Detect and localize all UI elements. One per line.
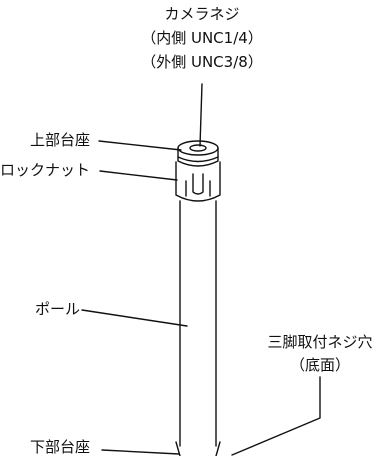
lower-base-outline xyxy=(175,441,221,457)
upper-base-leader xyxy=(98,140,182,151)
pole-label: ポール xyxy=(35,300,81,318)
upper-base-label: 上部台座 xyxy=(30,131,91,149)
lock-nut-grips xyxy=(185,180,211,197)
upper-base-groove xyxy=(177,156,219,163)
tripod-hole-label: 三脚取付ネジ穴 xyxy=(267,333,373,351)
camera-screw-outer-spec: （外側 UNC3/8） xyxy=(141,53,263,71)
lock-nut-label: ロックナット xyxy=(0,161,91,179)
camera-screw-leader xyxy=(199,83,203,147)
lock-nut-body xyxy=(175,161,221,202)
pole-leader xyxy=(81,309,188,327)
tripod-hole-leader xyxy=(231,376,321,456)
tripod-hole-note: （底面） xyxy=(289,356,351,374)
camera-screw-label: カメラネジ xyxy=(164,5,240,23)
upper-base-top xyxy=(177,140,219,156)
lower-base-label: 下部台座 xyxy=(30,438,91,456)
lock-nut-slot xyxy=(192,173,204,195)
camera-screw-inner-spec: （内側 UNC1/4） xyxy=(141,29,263,47)
camera-screw-top xyxy=(189,144,207,152)
lock-nut-leader xyxy=(99,170,178,181)
lower-base-leader xyxy=(101,449,180,455)
upper-base-body xyxy=(177,147,219,167)
